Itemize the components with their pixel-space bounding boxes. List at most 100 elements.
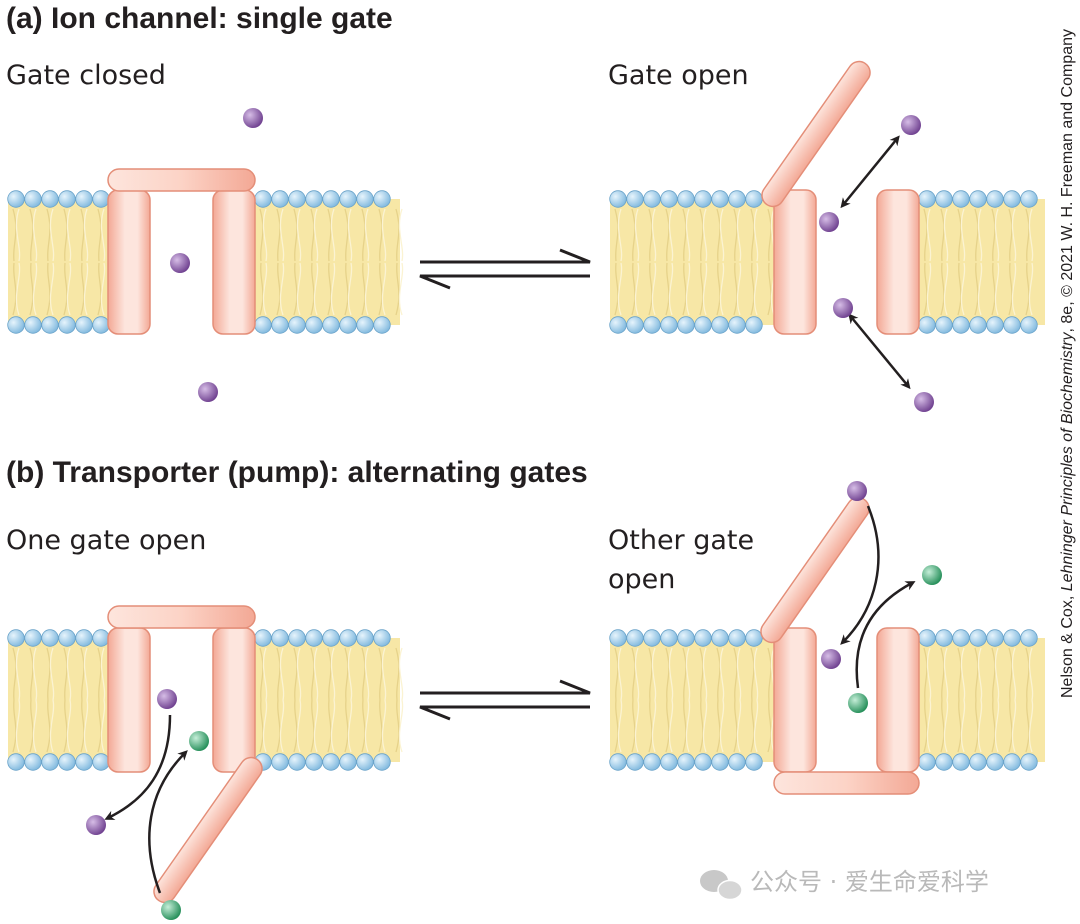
lipid-head: [7, 753, 25, 771]
lipid-head: [969, 629, 987, 647]
lipid-head: [322, 190, 340, 208]
lipid-head: [271, 753, 289, 771]
panel-b-one-gate-open: [107, 605, 263, 904]
lipid-bilayer-segment: [918, 629, 1045, 771]
lipid-head: [322, 753, 340, 771]
lipid-head: [677, 316, 695, 334]
panel-a-title: (a) Ion channel: single gate: [6, 2, 393, 35]
panel-a-closed-channel: [107, 168, 256, 335]
open-gate: [761, 60, 871, 208]
lipid-head: [935, 316, 953, 334]
lipid-head: [41, 316, 59, 334]
lipid-bilayer-segment: [918, 190, 1045, 334]
lipid-head: [92, 316, 110, 334]
transporter-left-subunit: [773, 627, 817, 773]
lipid-head: [58, 316, 76, 334]
lipid-head: [339, 190, 357, 208]
lipid-head: [626, 753, 644, 771]
lipid-head: [969, 753, 987, 771]
lipid-head: [24, 629, 42, 647]
lipid-bilayer-segment: [609, 190, 776, 334]
lipid-bilayer-segment: [609, 629, 776, 771]
lipid-head: [986, 190, 1004, 208]
lipid-head: [92, 629, 110, 647]
lipid-head: [24, 753, 42, 771]
lipid-head: [7, 316, 25, 334]
purple-ion: [901, 115, 921, 135]
lipid-bilayer-segment: [254, 629, 404, 771]
lipid-head: [643, 629, 661, 647]
lipid-head: [694, 629, 712, 647]
lipid-head: [643, 753, 661, 771]
lipid-head: [728, 316, 746, 334]
green-ion-inward-arrow: [148, 750, 188, 894]
purple-ion: [833, 298, 853, 318]
panel-b-left-label: One gate open: [6, 525, 206, 556]
watermark-text: 公众号 · 爱生命爱科学: [750, 868, 989, 896]
lipid-head: [660, 316, 678, 334]
lipid-head: [75, 316, 93, 334]
lipid-head: [41, 190, 59, 208]
lipid-head: [609, 629, 627, 647]
lipid-head: [373, 190, 391, 208]
lipid-head: [339, 316, 357, 334]
lipid-head: [92, 753, 110, 771]
equilibrium-arrow-a: [419, 248, 591, 290]
lipid-head: [339, 753, 357, 771]
lipid-head: [711, 316, 729, 334]
purple-ion-outward-arrow: [104, 714, 172, 820]
lipid-head: [288, 190, 306, 208]
panel-b-other-gate-open: [760, 496, 920, 795]
lipid-head: [986, 753, 1004, 771]
channel-left-subunit: [107, 189, 151, 335]
lipid-head: [271, 629, 289, 647]
lipid-head: [1003, 629, 1021, 647]
transporter-right-subunit: [212, 627, 256, 773]
lipid-head: [660, 190, 678, 208]
purple-ion: [243, 108, 263, 128]
lipid-head: [1020, 316, 1038, 334]
lipid-head: [918, 316, 936, 334]
purple-ion: [847, 481, 867, 501]
ion-movement-arrows: [104, 135, 916, 894]
lipid-head: [694, 190, 712, 208]
upper-gate-open: [760, 496, 870, 644]
lipid-head: [643, 190, 661, 208]
wechat-icon: [700, 870, 743, 901]
channel-right-subunit: [876, 189, 920, 335]
purple-ion: [821, 649, 841, 669]
lipid-head: [609, 316, 627, 334]
lipid-head: [728, 190, 746, 208]
lipid-head: [7, 190, 25, 208]
lipid-head: [254, 629, 272, 647]
lipid-head: [288, 316, 306, 334]
lipid-head: [373, 629, 391, 647]
lipid-head: [728, 753, 746, 771]
lower-gate-closed: [773, 771, 920, 795]
closed-gate: [107, 168, 256, 192]
lipid-head: [711, 190, 729, 208]
lipid-head: [1003, 190, 1021, 208]
lipid-head: [660, 753, 678, 771]
lipid-head: [75, 190, 93, 208]
lipid-head: [305, 316, 323, 334]
lipid-head: [626, 629, 644, 647]
lipid-head: [728, 629, 746, 647]
green-ion-outward-arrow-right: [855, 581, 916, 689]
purple-ion: [198, 382, 218, 402]
lower-gate-open: [153, 756, 263, 904]
lipid-head: [969, 316, 987, 334]
lipid-head: [356, 190, 374, 208]
watermark: 公众号 · 爱生命爱科学: [700, 868, 989, 901]
lipid-head: [952, 753, 970, 771]
lipid-head: [918, 629, 936, 647]
lipid-head: [1020, 753, 1038, 771]
lipid-head: [711, 753, 729, 771]
panel-a-open-channel: [761, 60, 920, 335]
lipid-head: [373, 316, 391, 334]
lipid-head: [952, 629, 970, 647]
lipid-head: [75, 753, 93, 771]
transporter-right-subunit: [876, 627, 920, 773]
lipid-head: [288, 753, 306, 771]
lipid-head: [935, 753, 953, 771]
